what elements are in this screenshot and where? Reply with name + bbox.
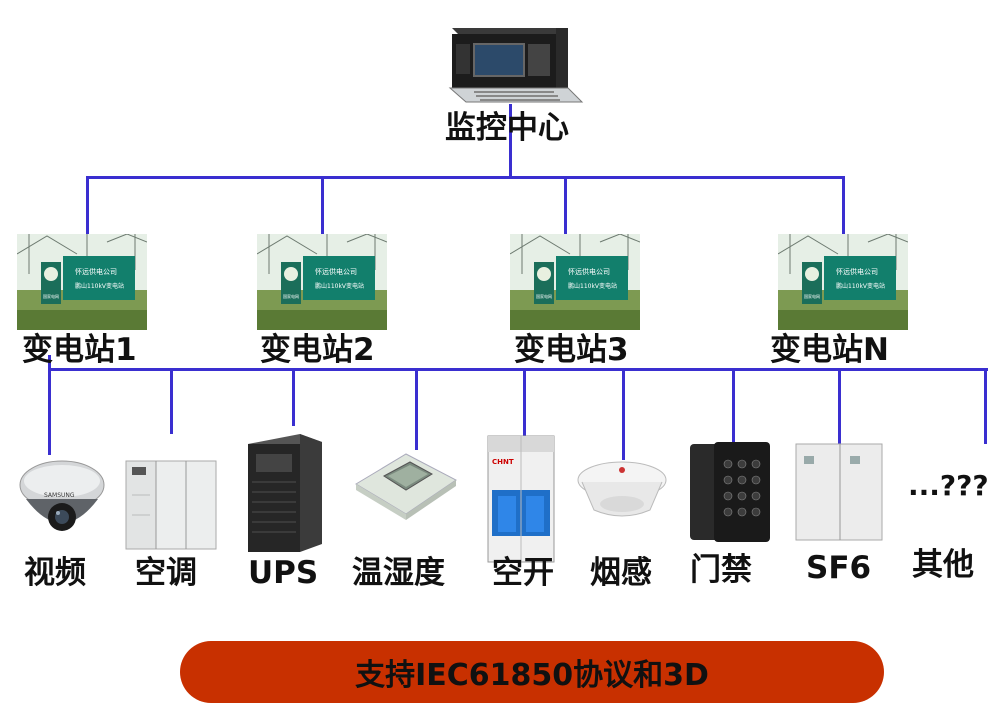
logo-text: 国家电网 xyxy=(283,293,299,299)
stationN-drop-line xyxy=(842,176,845,236)
smoke-drop-line xyxy=(622,368,625,460)
sf6-drop-line xyxy=(838,368,841,444)
sign-title: 怀远供电公司 xyxy=(836,267,878,276)
breaker-brand: CHNT xyxy=(492,458,514,466)
circuit-breaker-icon: CHNT xyxy=(484,434,560,564)
station2-photo: 怀远供电公司 鹏山110kV变电站 国家电网 xyxy=(257,234,387,330)
logo-text: 国家电网 xyxy=(536,293,552,299)
sign-title: 怀远供电公司 xyxy=(75,267,117,276)
camera-brand: SAMSUNG xyxy=(44,492,75,499)
other-label: 其他 xyxy=(912,547,974,583)
ups-icon xyxy=(244,432,326,554)
access-keypad-icon xyxy=(688,440,774,544)
industrial-computer-icon xyxy=(444,24,584,106)
station1-photo: 怀远供电公司 鹏山110kV变电站 国家电网 xyxy=(17,234,147,330)
logo-text: 国家电网 xyxy=(43,293,59,299)
humidity-drop-line xyxy=(415,368,418,450)
device-bus-line xyxy=(48,368,988,371)
sign-title: 怀远供电公司 xyxy=(568,267,610,276)
top-bus-line xyxy=(86,176,844,179)
station1-drop-line xyxy=(86,176,89,236)
ac-label: 空调 xyxy=(135,555,197,591)
dome-camera-icon: SAMSUNG xyxy=(16,455,108,547)
access-label: 门禁 xyxy=(690,552,752,588)
station3-drop-line xyxy=(564,176,567,236)
breaker-drop-line xyxy=(523,368,526,436)
sign-sub: 鹏山110kV变电站 xyxy=(315,282,364,290)
station3-photo: 怀远供电公司 鹏山110kV变电站 国家电网 xyxy=(510,234,640,330)
station2-drop-line xyxy=(321,176,324,236)
sign-title: 怀远供电公司 xyxy=(315,267,357,276)
center-drop-line xyxy=(509,104,512,178)
station3-label: 变电站3 xyxy=(514,332,629,368)
sign-sub: 鹏山110kV变电站 xyxy=(836,282,885,290)
ups-label: UPS xyxy=(248,555,319,591)
sf6-cabinet-icon xyxy=(794,442,886,542)
station1-label: 变电站1 xyxy=(22,332,137,368)
video-label: 视频 xyxy=(24,555,86,591)
sign-sub: 鹏山110kV变电站 xyxy=(75,282,124,290)
smoke-label: 烟感 xyxy=(590,555,652,591)
ac-drop-line xyxy=(170,368,173,434)
sf6-label: SF6 xyxy=(806,550,872,586)
other-marks: ...??? xyxy=(908,469,989,502)
center-label: 监控中心 xyxy=(445,110,569,146)
humidity-label: 温湿度 xyxy=(352,555,445,591)
protocol-banner-text: 支持IEC61850协议和3D xyxy=(355,658,709,693)
air-conditioner-icon xyxy=(124,455,220,553)
station2-label: 变电站2 xyxy=(260,332,375,368)
protocol-banner: 支持IEC61850协议和3D xyxy=(180,641,884,703)
smoke-detector-icon xyxy=(574,456,670,526)
stationN-label: 变电站N xyxy=(770,332,889,368)
video-drop-line xyxy=(48,355,51,455)
logo-text: 国家电网 xyxy=(804,293,820,299)
breaker-label: 空开 xyxy=(492,555,554,591)
ups-drop-line xyxy=(292,368,295,426)
sign-sub: 鹏山110kV变电站 xyxy=(568,282,617,290)
stationN-photo: 怀远供电公司 鹏山110kV变电站 国家电网 xyxy=(778,234,908,330)
access-drop-line xyxy=(732,368,735,442)
other-drop-line xyxy=(984,368,987,444)
thermo-hygrometer-icon xyxy=(352,450,460,522)
